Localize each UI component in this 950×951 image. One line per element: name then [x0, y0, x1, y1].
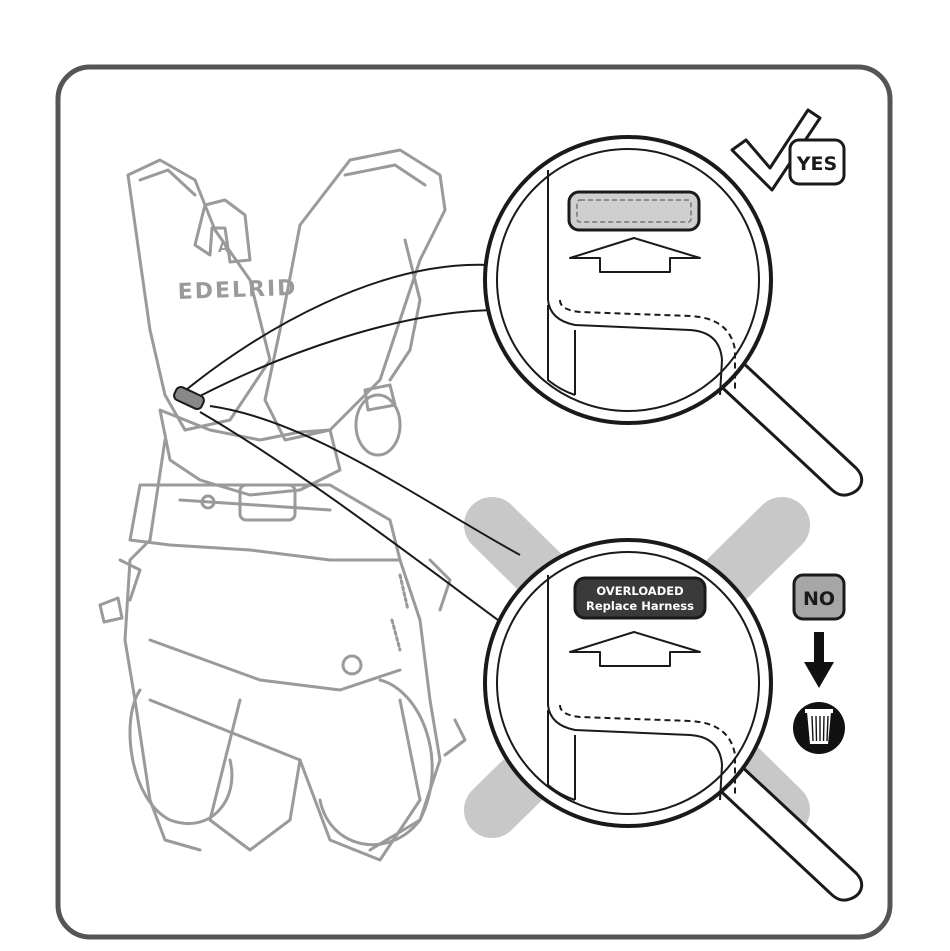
overloaded-line1: OVERLOADED	[596, 584, 683, 598]
loop-letter: A	[218, 240, 229, 256]
yes-label: YES	[796, 153, 837, 175]
indicator-ok-upper	[569, 192, 699, 230]
magnifier-lens-upper	[485, 137, 771, 423]
brand-logo: EDELRID	[177, 276, 298, 305]
overloaded-line2: Replace Harness	[586, 599, 694, 613]
no-label: NO	[803, 588, 835, 610]
trash-bin-icon	[793, 702, 845, 754]
